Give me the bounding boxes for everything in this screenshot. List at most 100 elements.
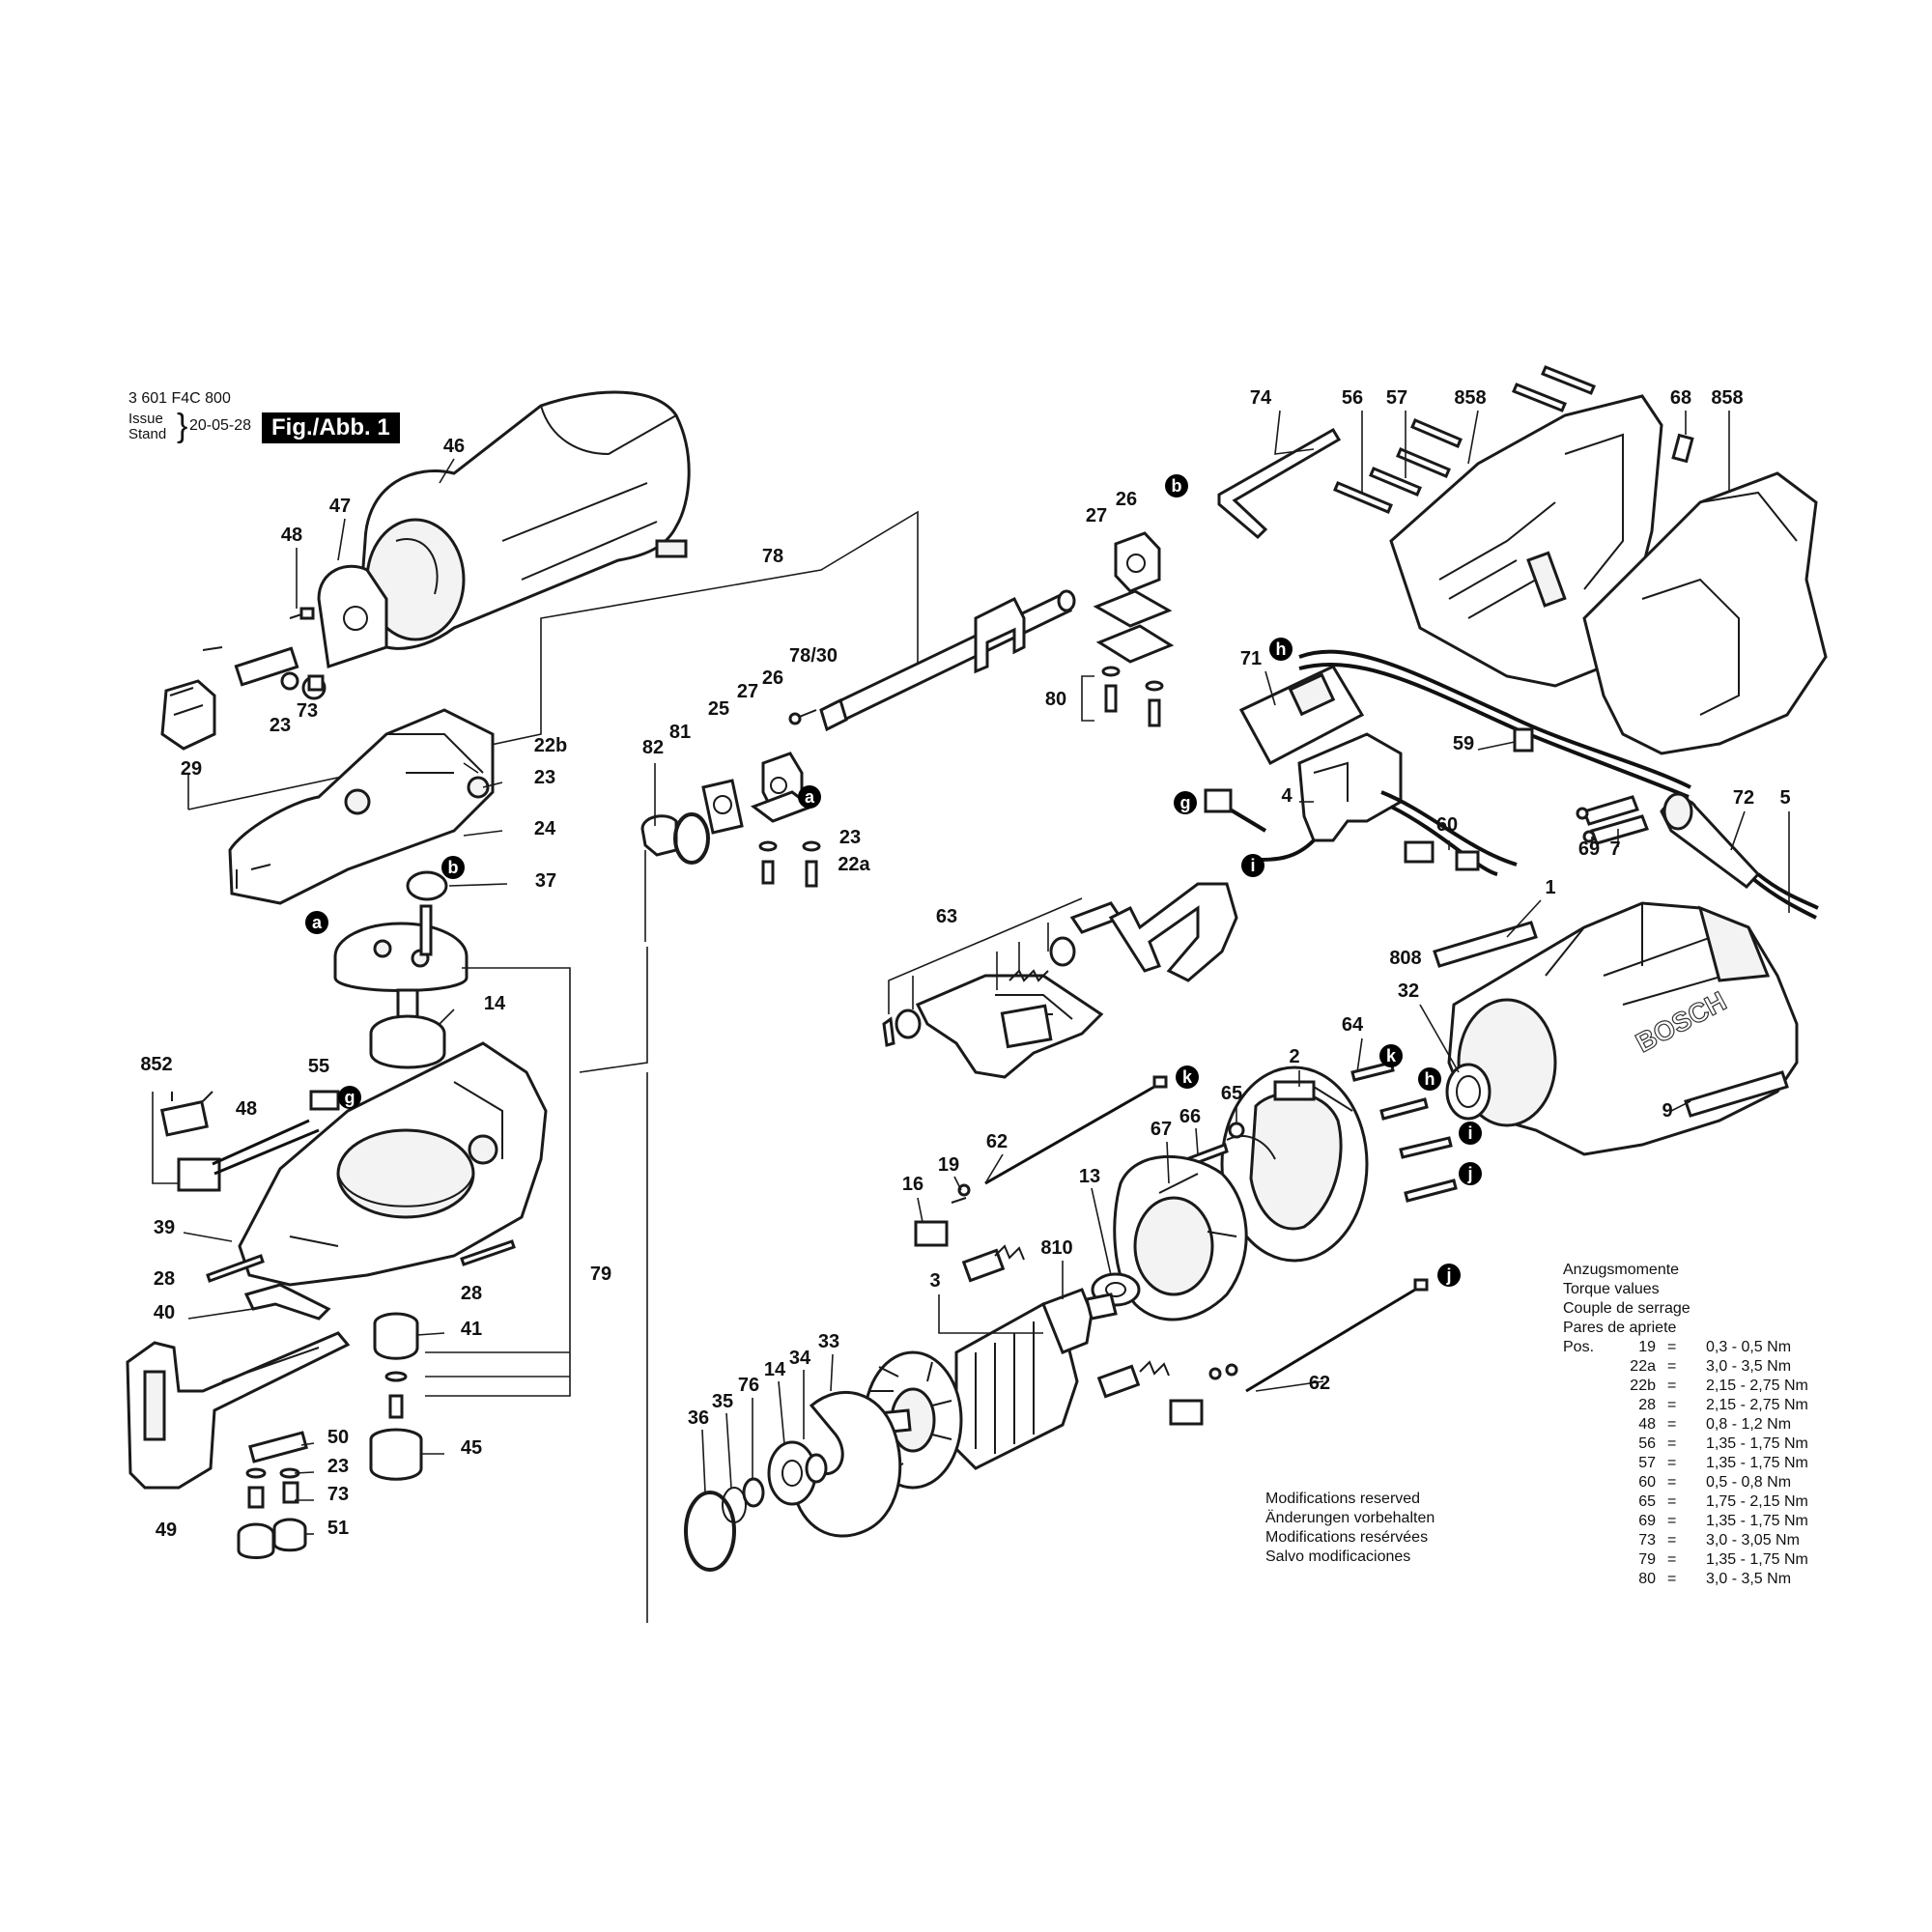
part-63-brush-plate [882, 897, 1104, 1079]
marker-letter: k [1182, 1067, 1193, 1087]
part-label: 858 [1454, 387, 1486, 409]
part-label: 858 [1711, 387, 1743, 409]
marker-letter: h [1425, 1069, 1435, 1089]
marker-circle [305, 911, 328, 934]
part-76-washer [742, 1477, 765, 1508]
document-number: 3 601 F4C 800 [128, 390, 231, 407]
part-67-fan-baffle [1113, 1154, 1248, 1321]
torque-position: 48 [1638, 1416, 1656, 1433]
marker-letter: a [312, 913, 323, 932]
marker-circle [1165, 474, 1188, 497]
part-16-carbon-brush-holder [914, 1197, 1204, 1426]
marker-circle [1459, 1162, 1482, 1185]
marker-circle [1174, 791, 1197, 814]
torque-equals: = [1667, 1493, 1677, 1510]
torque-row: 79=1,35 - 1,75 Nm [1563, 1550, 1808, 1570]
part-label: 73 [297, 700, 318, 722]
torque-equals: = [1667, 1455, 1677, 1471]
marker-letter: i [1467, 1123, 1472, 1143]
torque-position: 65 [1638, 1493, 1656, 1510]
note-es: Salvo modificaciones [1265, 1548, 1411, 1565]
marker-letter: j [1466, 1164, 1472, 1183]
issue-label: Issue Stand [128, 412, 166, 442]
marker-circle [1241, 854, 1264, 877]
part-label: 78/30 [789, 645, 838, 667]
torque-value: 1,35 - 1,75 Nm [1706, 1551, 1808, 1568]
part-4-switch [1297, 732, 1403, 842]
part-33-air-baffle [792, 1390, 902, 1538]
torque-position: 28 [1638, 1397, 1656, 1413]
torque-value: 1,35 - 1,75 Nm [1706, 1435, 1808, 1452]
part-label: 36 [688, 1407, 709, 1429]
torque-position: 19 [1638, 1339, 1656, 1355]
part-72-cord-sleeve [1660, 792, 1761, 890]
part-81-o-ring [673, 812, 710, 865]
part-label: 49 [156, 1520, 177, 1541]
marker-circle [1269, 638, 1293, 661]
connection-marker: b [1165, 474, 1188, 497]
part-label: 78 [762, 546, 783, 567]
torque-position: 22a [1630, 1358, 1656, 1375]
part-65-screw [1228, 1122, 1245, 1139]
part-28-screws [206, 1239, 516, 1283]
marker-circle [441, 856, 465, 879]
torque-row: 80=3,0 - 3,5 Nm [1563, 1570, 1791, 1589]
torque-position: 60 [1638, 1474, 1656, 1491]
torque-row: 57=1,35 - 1,75 Nm [1563, 1454, 1808, 1473]
issue-label-en: Issue [128, 411, 163, 427]
torque-equals: = [1667, 1378, 1677, 1394]
part-1-motor-housing: BOSCH [1447, 901, 1799, 1156]
part-62-cable-lower [1245, 1278, 1429, 1393]
part-label: 35 [712, 1391, 733, 1412]
part-label: 14 [484, 993, 506, 1014]
part-label: 7 [1609, 838, 1620, 860]
part-label: 24 [534, 818, 556, 839]
part-78-plunger [819, 589, 1076, 732]
torque-value: 3,0 - 3,5 Nm [1706, 1571, 1792, 1587]
marker-letter: a [805, 787, 815, 807]
torque-title-fr: Couple de serrage [1563, 1300, 1690, 1317]
part-label: 26 [1116, 489, 1137, 510]
part-25-plate [701, 779, 744, 835]
part-50-clamp-plate [248, 1431, 308, 1463]
small-hardware-upper-left [202, 646, 327, 700]
part-26-guide-block [1114, 531, 1161, 593]
part-810-brushes [961, 1244, 1170, 1399]
group-79-bracket [425, 967, 571, 1397]
part-82-bracket [640, 763, 678, 942]
note-en: Modifications reserved [1265, 1491, 1421, 1507]
part-9-label-plate [1684, 1070, 1789, 1118]
part-852-switch [152, 1092, 320, 1192]
part-48-screw [289, 607, 315, 620]
connection-marker: a [305, 911, 328, 934]
part-label: 62 [1309, 1373, 1330, 1394]
torque-pos-label: Pos. [1563, 1339, 1595, 1355]
torque-position: 22b [1630, 1378, 1656, 1394]
torque-equals: = [1667, 1435, 1677, 1452]
part-label: 79 [590, 1264, 611, 1285]
part-63-spring [1009, 901, 1123, 982]
part-label: 51 [327, 1518, 349, 1539]
part-label: 64 [1342, 1014, 1364, 1036]
part-label: 47 [329, 496, 351, 517]
connection-marker: j [1437, 1264, 1461, 1287]
part-label: 73 [327, 1484, 349, 1505]
marker-circle [1437, 1264, 1461, 1287]
part-60-clamp [1404, 840, 1480, 871]
marker-letter: g [1180, 793, 1191, 812]
torque-value: 3,0 - 3,05 Nm [1706, 1532, 1800, 1548]
part-label: 66 [1179, 1106, 1201, 1127]
part-29-blade-clamp [160, 679, 216, 751]
crank-disc [333, 904, 469, 992]
marker-letter: j [1445, 1265, 1451, 1285]
part-label: 28 [154, 1268, 175, 1290]
part-56-57-screws [1333, 418, 1463, 514]
marker-letter: i [1250, 856, 1255, 875]
torque-value: 0,3 - 0,5 Nm [1706, 1339, 1792, 1355]
connection-marker: i [1459, 1122, 1482, 1145]
part-55-connector [309, 1090, 340, 1111]
part-80-screws [1081, 666, 1164, 727]
part-label: 23 [534, 767, 555, 788]
